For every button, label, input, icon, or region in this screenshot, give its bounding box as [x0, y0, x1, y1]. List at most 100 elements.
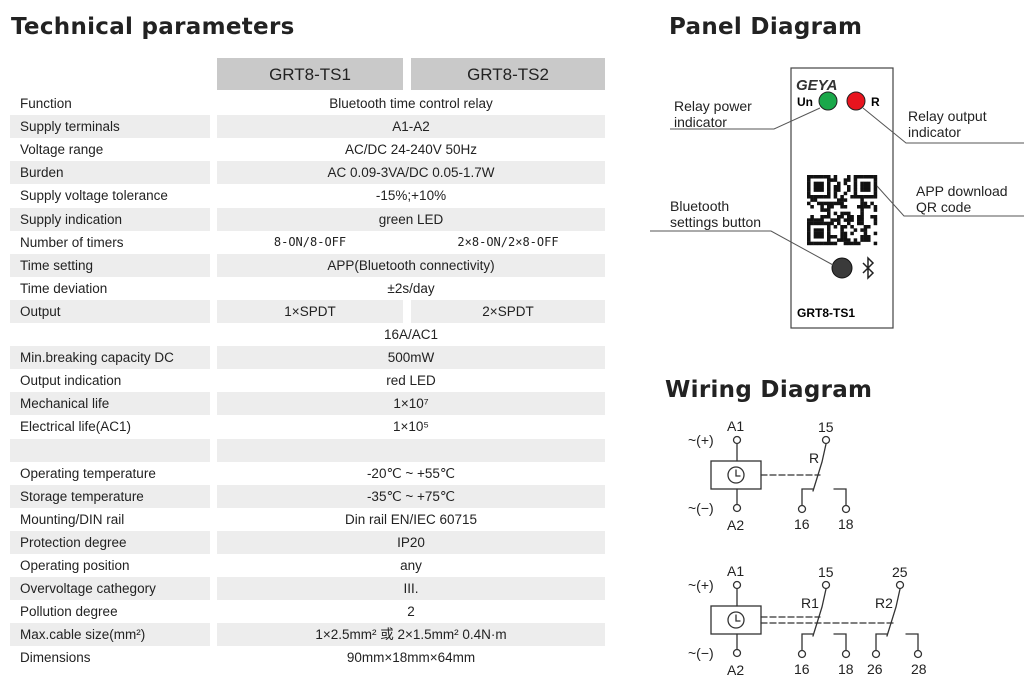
t16-label: 16	[794, 516, 810, 532]
spec-row: Pollution degree 2	[0, 600, 610, 623]
spec-label: Time setting	[10, 253, 210, 277]
minus-label: ~(−)	[688, 645, 714, 661]
qr-code	[807, 175, 878, 246]
spec-value: A1-A2	[217, 115, 605, 139]
spec-label	[10, 438, 210, 462]
spec-value: 90mm×18mm×64mm	[346, 650, 476, 666]
spec-value: -20℃ ~ +55℃	[366, 465, 456, 481]
spec-label: Dimensions	[20, 650, 91, 666]
panel-title: Panel Diagram	[669, 14, 863, 40]
spec-row: Supply terminals A1-A2	[0, 115, 610, 139]
spec-row: Time setting APP(Bluetooth connectivity)	[0, 253, 610, 277]
spec-value: -15%;+10%	[375, 188, 447, 204]
t16-label: 16	[794, 661, 810, 677]
spec-value: 1×10⁷	[217, 392, 605, 416]
spec-value	[217, 438, 605, 462]
spec-value: III.	[217, 577, 605, 601]
spec-label: Voltage range	[20, 142, 104, 158]
spec-label: Mounting/DIN rail	[20, 511, 125, 527]
spec-label: Electrical life(AC1)	[20, 419, 132, 435]
model-header-ts1: GRT8-TS1	[217, 58, 403, 90]
wiring-title: Wiring Diagram	[665, 377, 873, 403]
t15-label: 15	[818, 564, 834, 580]
spec-label: Operating temperature	[20, 465, 156, 481]
spec-label: Output	[10, 299, 210, 323]
spec-value: APP(Bluetooth connectivity)	[217, 253, 605, 277]
a2-label: A2	[727, 517, 744, 533]
spec-row: Dimensions 90mm×18mm×64mm	[0, 646, 610, 669]
t28-label: 28	[911, 661, 927, 677]
spec-label: Pollution degree	[20, 604, 118, 620]
spec-label: Supply voltage tolerance	[20, 188, 168, 204]
bluetooth-icon	[862, 256, 875, 280]
spec-value: ±2s/day	[387, 280, 435, 296]
spec-label: Overvoltage cathegory	[10, 577, 210, 601]
spec-label: Function	[20, 96, 72, 111]
device-front	[790, 67, 894, 329]
spec-value: any	[400, 558, 422, 573]
output-led	[846, 91, 866, 111]
spec-label: Max.cable size(mm²)	[10, 623, 210, 647]
spec-value: 1×2.5mm² 或 2×1.5mm² 0.4N·m	[217, 623, 605, 647]
spec-row: Max.cable size(mm²) 1×2.5mm² 或 2×1.5mm² 0…	[0, 623, 610, 647]
t18-label: 18	[838, 661, 854, 677]
spec-row: Burden AC 0.09-3VA/DC 0.05-1.7W	[0, 161, 610, 185]
t26-label: 26	[867, 661, 883, 677]
spec-label: Time deviation	[20, 280, 108, 296]
r2-label: R2	[875, 595, 893, 611]
wiring-double: A1 ~(+) 15 R1 25 R2 ~(−) A2 16 18 26 28	[688, 563, 927, 678]
t18-label: 18	[838, 516, 854, 532]
bluetooth-settings-button[interactable]	[831, 257, 853, 279]
a1-label: A1	[727, 418, 744, 434]
t15-label: 15	[818, 419, 834, 435]
spec-value: IP20	[217, 530, 605, 554]
callout-line-bt	[650, 230, 834, 266]
spec-label: Storage temperature	[10, 484, 210, 508]
spec-row: 16A/AC1	[0, 323, 610, 346]
wiring-single: A1 ~(+) 15 R ~(−) A2 16 18	[688, 418, 854, 533]
spec-value-ts1: 1×SPDT	[217, 299, 403, 323]
power-led	[818, 91, 838, 111]
spec-row: Storage temperature-35℃ ~ +75℃	[0, 484, 610, 508]
spec-label	[10, 323, 210, 346]
plus-label: ~(+)	[688, 577, 714, 593]
spec-label: Protection degree	[10, 530, 210, 554]
spec-label: Supply indication	[10, 207, 210, 231]
minus-label: ~(−)	[688, 500, 714, 516]
spec-value: Bluetooth time control relay	[329, 96, 493, 111]
spec-row: Supply voltage tolerance -15%;+10%	[0, 184, 610, 207]
spec-value: 500mW	[217, 346, 605, 370]
brand-logo: GEYA	[796, 77, 837, 94]
spec-row	[0, 438, 610, 462]
model-header-ts2: GRT8-TS2	[411, 58, 605, 90]
r-label: R	[871, 95, 880, 109]
spec-value: Din rail EN/IEC 60715	[344, 511, 478, 527]
spec-label: Burden	[10, 161, 210, 185]
r1-label: R1	[801, 595, 819, 611]
spec-row: Function Bluetooth time control relay	[0, 92, 610, 115]
spec-row: Operating temperature -20℃ ~ +55℃	[0, 462, 610, 485]
spec-value: 2	[407, 604, 415, 620]
spec-value-ts1: 8-ON/8-OFF	[273, 234, 347, 249]
r-contact-label: R	[809, 450, 819, 466]
spec-row: Overvoltage cathegory III.	[0, 577, 610, 601]
spec-row: Mounting/DIN rail Din rail EN/IEC 60715	[0, 508, 610, 531]
spec-value: AC 0.09-3VA/DC 0.05-1.7W	[217, 161, 605, 185]
spec-label: Supply terminals	[10, 115, 210, 139]
plus-label: ~(+)	[688, 432, 714, 448]
a1-label: A1	[727, 563, 744, 579]
spec-label: Number of timers	[20, 234, 124, 250]
spec-value: 1×10⁵	[392, 419, 429, 435]
